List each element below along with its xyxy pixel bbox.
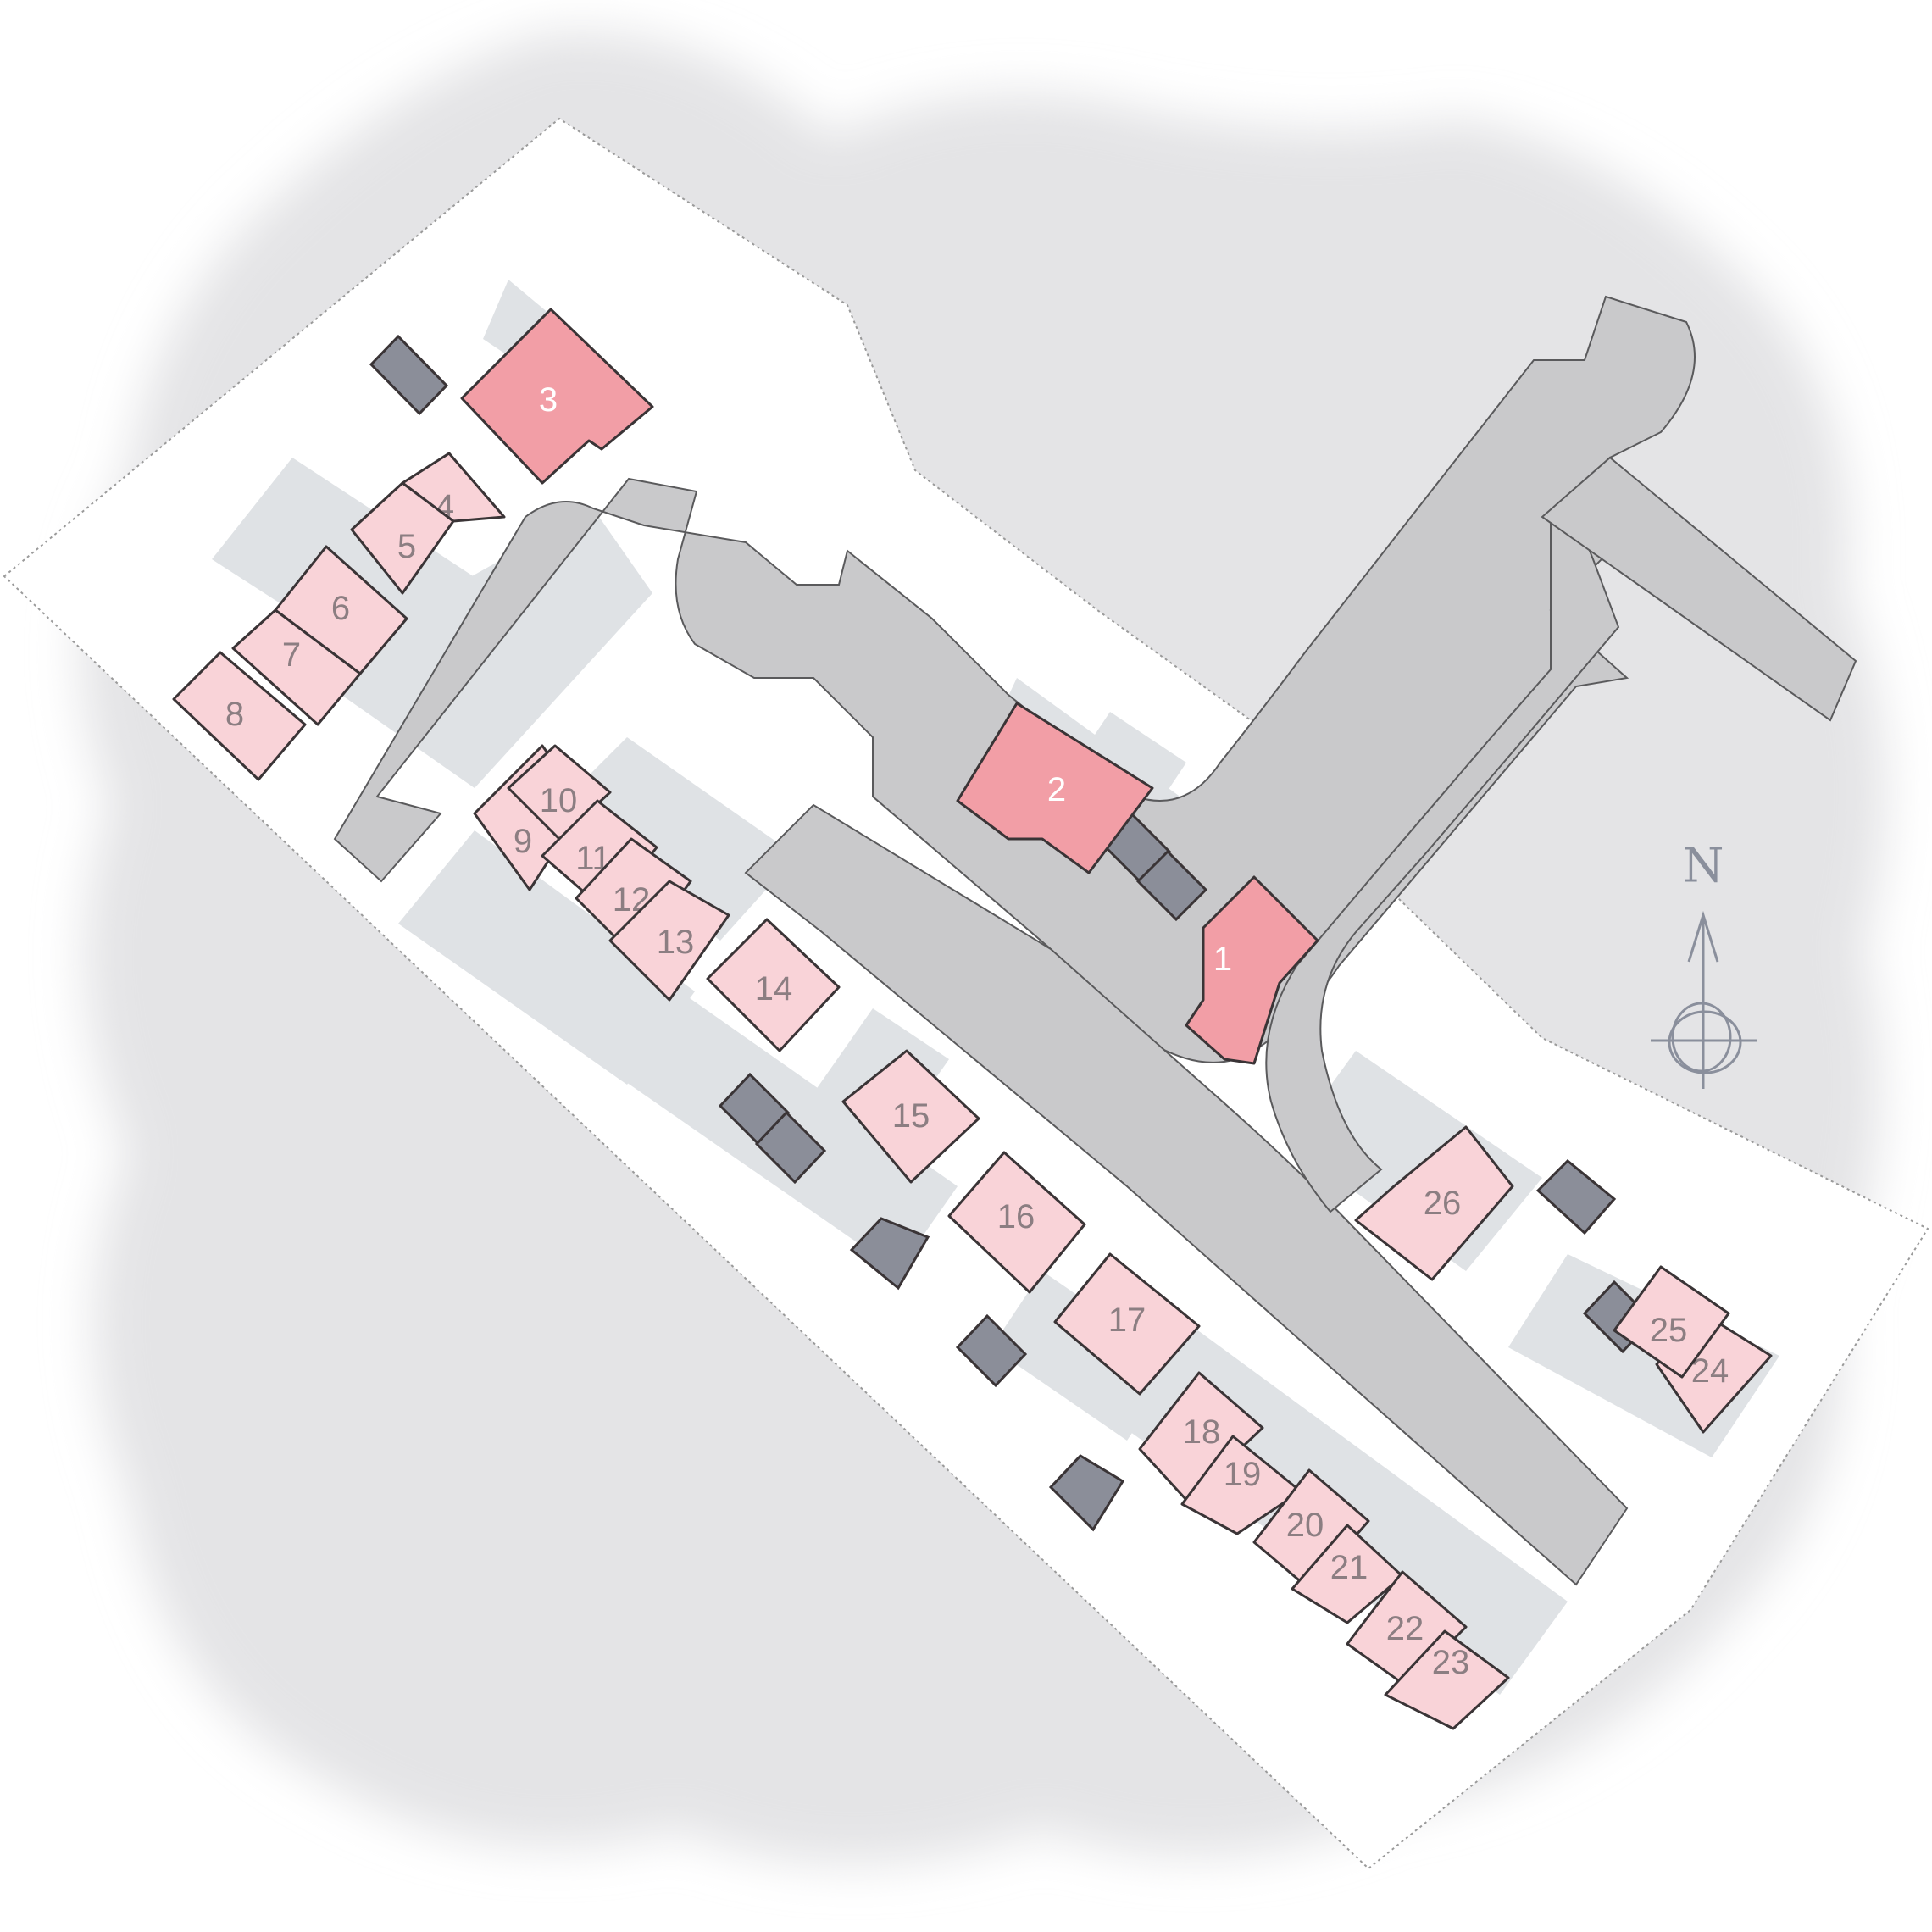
house-plot-17[interactable] <box>1053 1252 1201 1396</box>
house-plot-16[interactable] <box>947 1151 1086 1294</box>
house-plot-15[interactable] <box>841 1049 980 1184</box>
house-plot-2[interactable] <box>956 702 1154 874</box>
house-plot-3[interactable] <box>460 308 654 485</box>
plot-number-15: 15 <box>892 1097 930 1135</box>
plot-number-25: 25 <box>1650 1312 1688 1349</box>
plot-number-6: 6 <box>331 590 350 627</box>
garages <box>369 334 1655 1532</box>
road-hammerhead <box>1541 456 1857 722</box>
plot-number-13: 13 <box>657 924 695 961</box>
house-plot-25[interactable] <box>1613 1265 1730 1379</box>
plot-number-9: 9 <box>514 823 532 860</box>
plot-number-10: 10 <box>540 782 578 819</box>
plot-number-8: 8 <box>225 696 244 733</box>
plot-number-14: 14 <box>755 970 793 1008</box>
plot-number-3: 3 <box>539 381 558 419</box>
compass-letter: N <box>1683 839 1724 894</box>
estate-road <box>333 295 1857 1586</box>
north-arrow-icon: N <box>1651 839 1757 1089</box>
plot-number-16: 16 <box>997 1198 1035 1235</box>
house-plot-18[interactable] <box>1138 1371 1264 1502</box>
plot-number-17: 17 <box>1108 1302 1146 1339</box>
plot-number-20: 20 <box>1286 1507 1324 1544</box>
plot-number-26: 26 <box>1424 1185 1462 1222</box>
plot-number-1: 1 <box>1213 941 1232 978</box>
house-plot-1[interactable] <box>1185 875 1319 1065</box>
plot-number-24: 24 <box>1691 1352 1729 1390</box>
house-plot-8[interactable] <box>172 651 307 781</box>
house-plot-13[interactable] <box>608 880 730 1002</box>
house-plot-20[interactable] <box>1252 1468 1370 1591</box>
plot-number-21: 21 <box>1330 1549 1368 1586</box>
plot-number-23: 23 <box>1432 1644 1470 1681</box>
houses: 1234567891011121314151617181920212223242… <box>172 308 1773 1730</box>
house-plot-22[interactable] <box>1346 1570 1468 1688</box>
road-northeast-arm <box>1265 511 1620 1213</box>
plot-number-7: 7 <box>282 636 301 674</box>
road-main-spine <box>744 803 1629 1586</box>
house-plot-23[interactable] <box>1384 1629 1510 1730</box>
plot-number-19: 19 <box>1224 1456 1262 1493</box>
house-plot-7[interactable] <box>231 608 362 726</box>
plot-number-18: 18 <box>1183 1413 1221 1451</box>
plot-number-22: 22 <box>1386 1610 1424 1647</box>
house-plot-14[interactable] <box>706 918 841 1052</box>
house-plot-5[interactable] <box>350 481 455 595</box>
plot-number-2: 2 <box>1047 771 1066 808</box>
house-plot-26[interactable] <box>1354 1125 1514 1281</box>
plot-number-5: 5 <box>397 528 416 565</box>
